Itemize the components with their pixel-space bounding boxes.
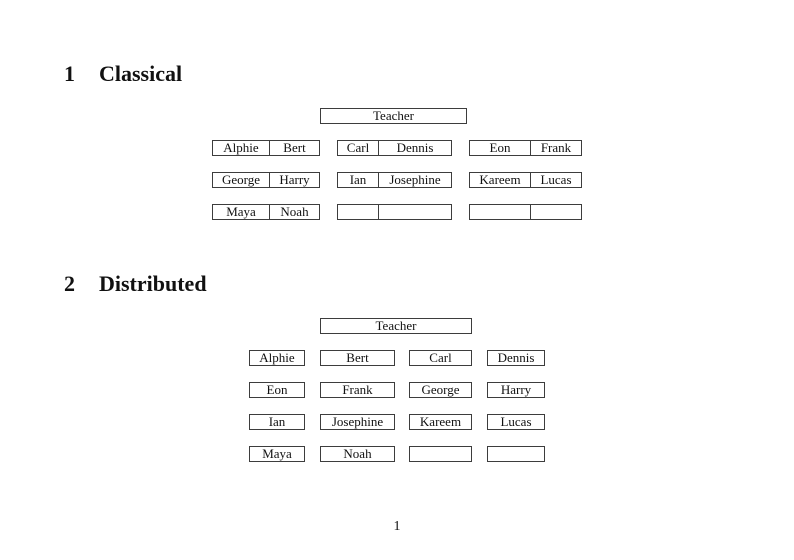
seat-label: Eon	[266, 382, 288, 397]
desk-classical: Maya Noah	[212, 204, 320, 220]
seat-distributed: Frank	[320, 382, 395, 398]
desk-classical: Ian Josephine	[337, 172, 452, 188]
section-number: 2	[64, 271, 75, 296]
seat-distributed: Maya	[249, 446, 305, 462]
desk-seat-left: George	[221, 173, 261, 187]
seat-label: Frank	[342, 382, 373, 397]
desk-classical: Alphie Bert	[212, 140, 320, 156]
desk-seat-right: Dennis	[378, 141, 451, 155]
desk-seat-left: Carl	[346, 141, 370, 155]
seat-distributed: Bert	[320, 350, 395, 366]
seat-label: Kareem	[419, 414, 462, 429]
desk-classical: George Harry	[212, 172, 320, 188]
desk-seat-left: Eon	[489, 141, 511, 155]
desk-classical: Eon Frank	[469, 140, 582, 156]
desk-seat-right: Harry	[269, 173, 319, 187]
desk-seat-left: Alphie	[223, 141, 259, 155]
seat-distributed: George	[409, 382, 472, 398]
desk-seat-left: Maya	[226, 205, 256, 219]
seat-distributed: Ian	[249, 414, 305, 430]
desk-seat-left: Ian	[349, 173, 367, 187]
desk-seat-right	[530, 205, 581, 219]
seat-distributed: Dennis	[487, 350, 545, 366]
page-number: 1	[393, 519, 401, 534]
teacher-box-classical: Teacher	[320, 108, 467, 124]
seat-label: Bert	[346, 350, 369, 365]
desk-classical-empty	[337, 204, 452, 220]
seat-label: Ian	[268, 414, 286, 429]
seat-label	[410, 447, 471, 461]
seat-distributed: Carl	[409, 350, 472, 366]
desk-seat-right	[378, 205, 451, 219]
desk-seat-right: Lucas	[530, 173, 581, 187]
seat-label	[488, 447, 544, 461]
desk-seat-left	[470, 205, 530, 219]
seat-label: Lucas	[500, 414, 532, 429]
seat-label: Alphie	[259, 350, 295, 365]
desk-seat-left	[338, 205, 378, 219]
desk-seat-right: Josephine	[378, 173, 451, 187]
seat-distributed: Lucas	[487, 414, 545, 430]
section-number: 1	[64, 61, 75, 86]
desk-classical: Carl Dennis	[337, 140, 452, 156]
seat-distributed: Josephine	[320, 414, 395, 430]
desk-seat-right: Frank	[530, 141, 581, 155]
section-title: Classical	[99, 61, 183, 86]
teacher-box-distributed: Teacher	[320, 318, 472, 334]
seat-label: Harry	[500, 382, 532, 397]
seat-distributed: Eon	[249, 382, 305, 398]
seat-label: Dennis	[497, 350, 535, 365]
section-heading-distributed: 2 Distributed	[64, 272, 207, 296]
seat-distributed: Noah	[320, 446, 395, 462]
teacher-label: Teacher	[375, 318, 417, 333]
seat-distributed: Harry	[487, 382, 545, 398]
desk-seat-left: Kareem	[479, 173, 521, 187]
seat-label: Maya	[262, 446, 292, 461]
section-heading-classical: 1 Classical	[64, 62, 182, 86]
seat-label: Josephine	[331, 414, 384, 429]
seat-distributed: Kareem	[409, 414, 472, 430]
desk-seat-right: Noah	[269, 205, 319, 219]
seat-distributed: Alphie	[249, 350, 305, 366]
seat-distributed-empty	[409, 446, 472, 462]
seat-label: Carl	[429, 350, 452, 365]
section-title: Distributed	[99, 271, 207, 296]
desk-seat-right: Bert	[269, 141, 319, 155]
seat-distributed-empty	[487, 446, 545, 462]
teacher-label: Teacher	[373, 108, 414, 123]
seat-label: Noah	[343, 446, 372, 461]
desk-classical-empty	[469, 204, 582, 220]
desk-classical: Kareem Lucas	[469, 172, 582, 188]
seat-label: George	[421, 382, 460, 397]
